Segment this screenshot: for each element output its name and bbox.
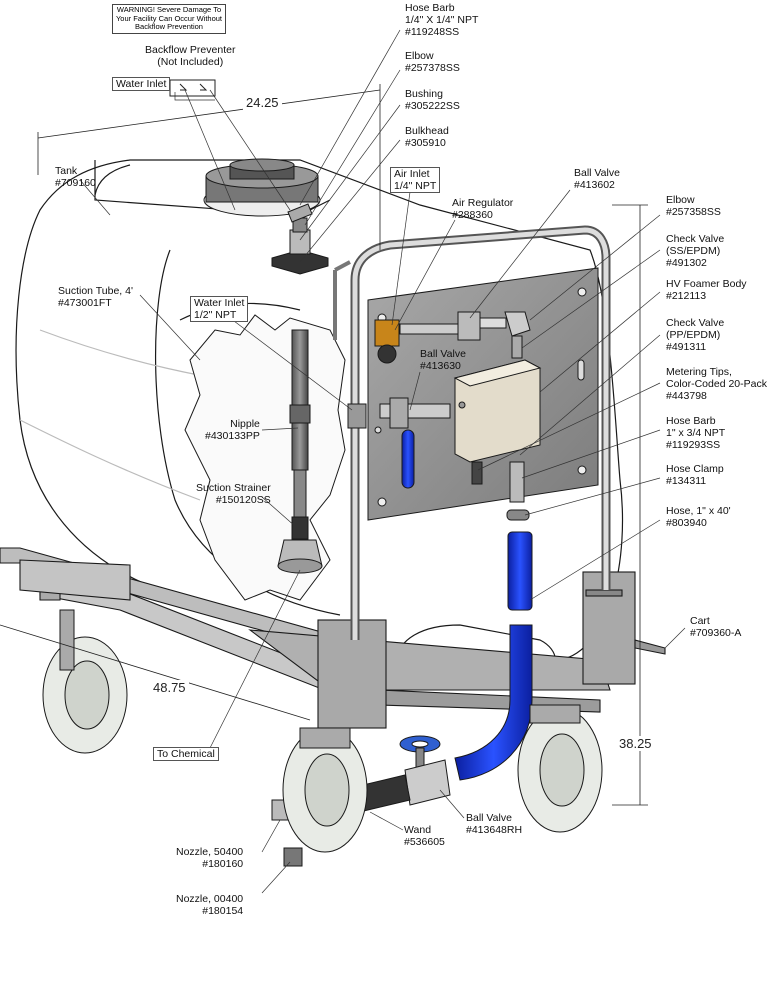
warning-line-1: WARNING! Severe Damage bbox=[116, 5, 212, 14]
label-ball-valve-top: Ball Valve#413602 bbox=[574, 167, 620, 191]
label-bushing: Bushing#305222SS bbox=[405, 88, 460, 112]
label-elbow-right: Elbow#257358SS bbox=[666, 194, 721, 218]
label-check-valve-ss: Check Valve(SS/EPDM)#491302 bbox=[666, 233, 725, 269]
cart-wheels bbox=[42, 609, 603, 853]
warning-box: WARNING! Severe Damage To Your Facility … bbox=[112, 4, 226, 34]
blue-hose bbox=[454, 531, 533, 781]
label-to-chemical: To Chemical bbox=[153, 747, 219, 761]
label-wand: Wand#536605 bbox=[404, 824, 445, 848]
tank-cap bbox=[203, 158, 321, 217]
label-ball-valve-mid: Ball Valve#413630 bbox=[420, 348, 466, 372]
label-suction-strainer: Suction Strainer#150120SS bbox=[196, 482, 271, 506]
dimension-lines bbox=[0, 84, 648, 806]
suction-tube bbox=[277, 329, 323, 574]
leader-lines bbox=[79, 29, 686, 894]
label-check-valve-pp: Check Valve(PP/EPDM)#491311 bbox=[666, 317, 725, 353]
label-nipple: Nipple#430133PP bbox=[205, 418, 260, 442]
label-backflow-preventer: Backflow Preventer(Not Included) bbox=[145, 44, 236, 68]
label-nozzle-50400: Nozzle, 50400#180160 bbox=[176, 846, 244, 870]
hv-foamer-body bbox=[453, 359, 542, 463]
label-cart: Cart#709360-A bbox=[690, 615, 742, 639]
panel-plumbing bbox=[347, 311, 531, 521]
label-tank: Tank#709160 bbox=[55, 165, 96, 189]
label-metering-tips: Metering Tips,Color-Coded 20-Pack#443798 bbox=[666, 366, 767, 402]
label-hose-clamp: Hose Clamp#134311 bbox=[666, 463, 724, 487]
label-hose: Hose, 1" x 40'#803940 bbox=[666, 505, 731, 529]
cart-handle bbox=[333, 225, 611, 640]
warning-line-2: To Your Facility Can Occur bbox=[115, 5, 222, 23]
label-bulkhead: Bulkhead#305910 bbox=[405, 125, 449, 149]
label-ball-valve-bottom: Ball Valve#413648RH bbox=[466, 812, 523, 836]
label-elbow-top: Elbow#257378SS bbox=[405, 50, 460, 74]
warning-line-3: Without Backflow Prevention bbox=[135, 13, 223, 31]
dimension-height: 38.25 bbox=[616, 736, 655, 751]
label-hv-foamer: HV Foamer Body#212113 bbox=[666, 278, 747, 302]
label-water-inlet: Water Inlet bbox=[112, 77, 171, 91]
dimension-width: 24.25 bbox=[243, 95, 282, 110]
dimension-length: 48.75 bbox=[150, 680, 189, 695]
backflow-symbol bbox=[169, 79, 216, 97]
label-nozzle-00400: Nozzle, 00400#180154 bbox=[176, 893, 244, 917]
label-suction-tube: Suction Tube, 4'#473001FT bbox=[58, 285, 133, 309]
label-air-regulator: Air Regulator#288360 bbox=[452, 197, 514, 221]
